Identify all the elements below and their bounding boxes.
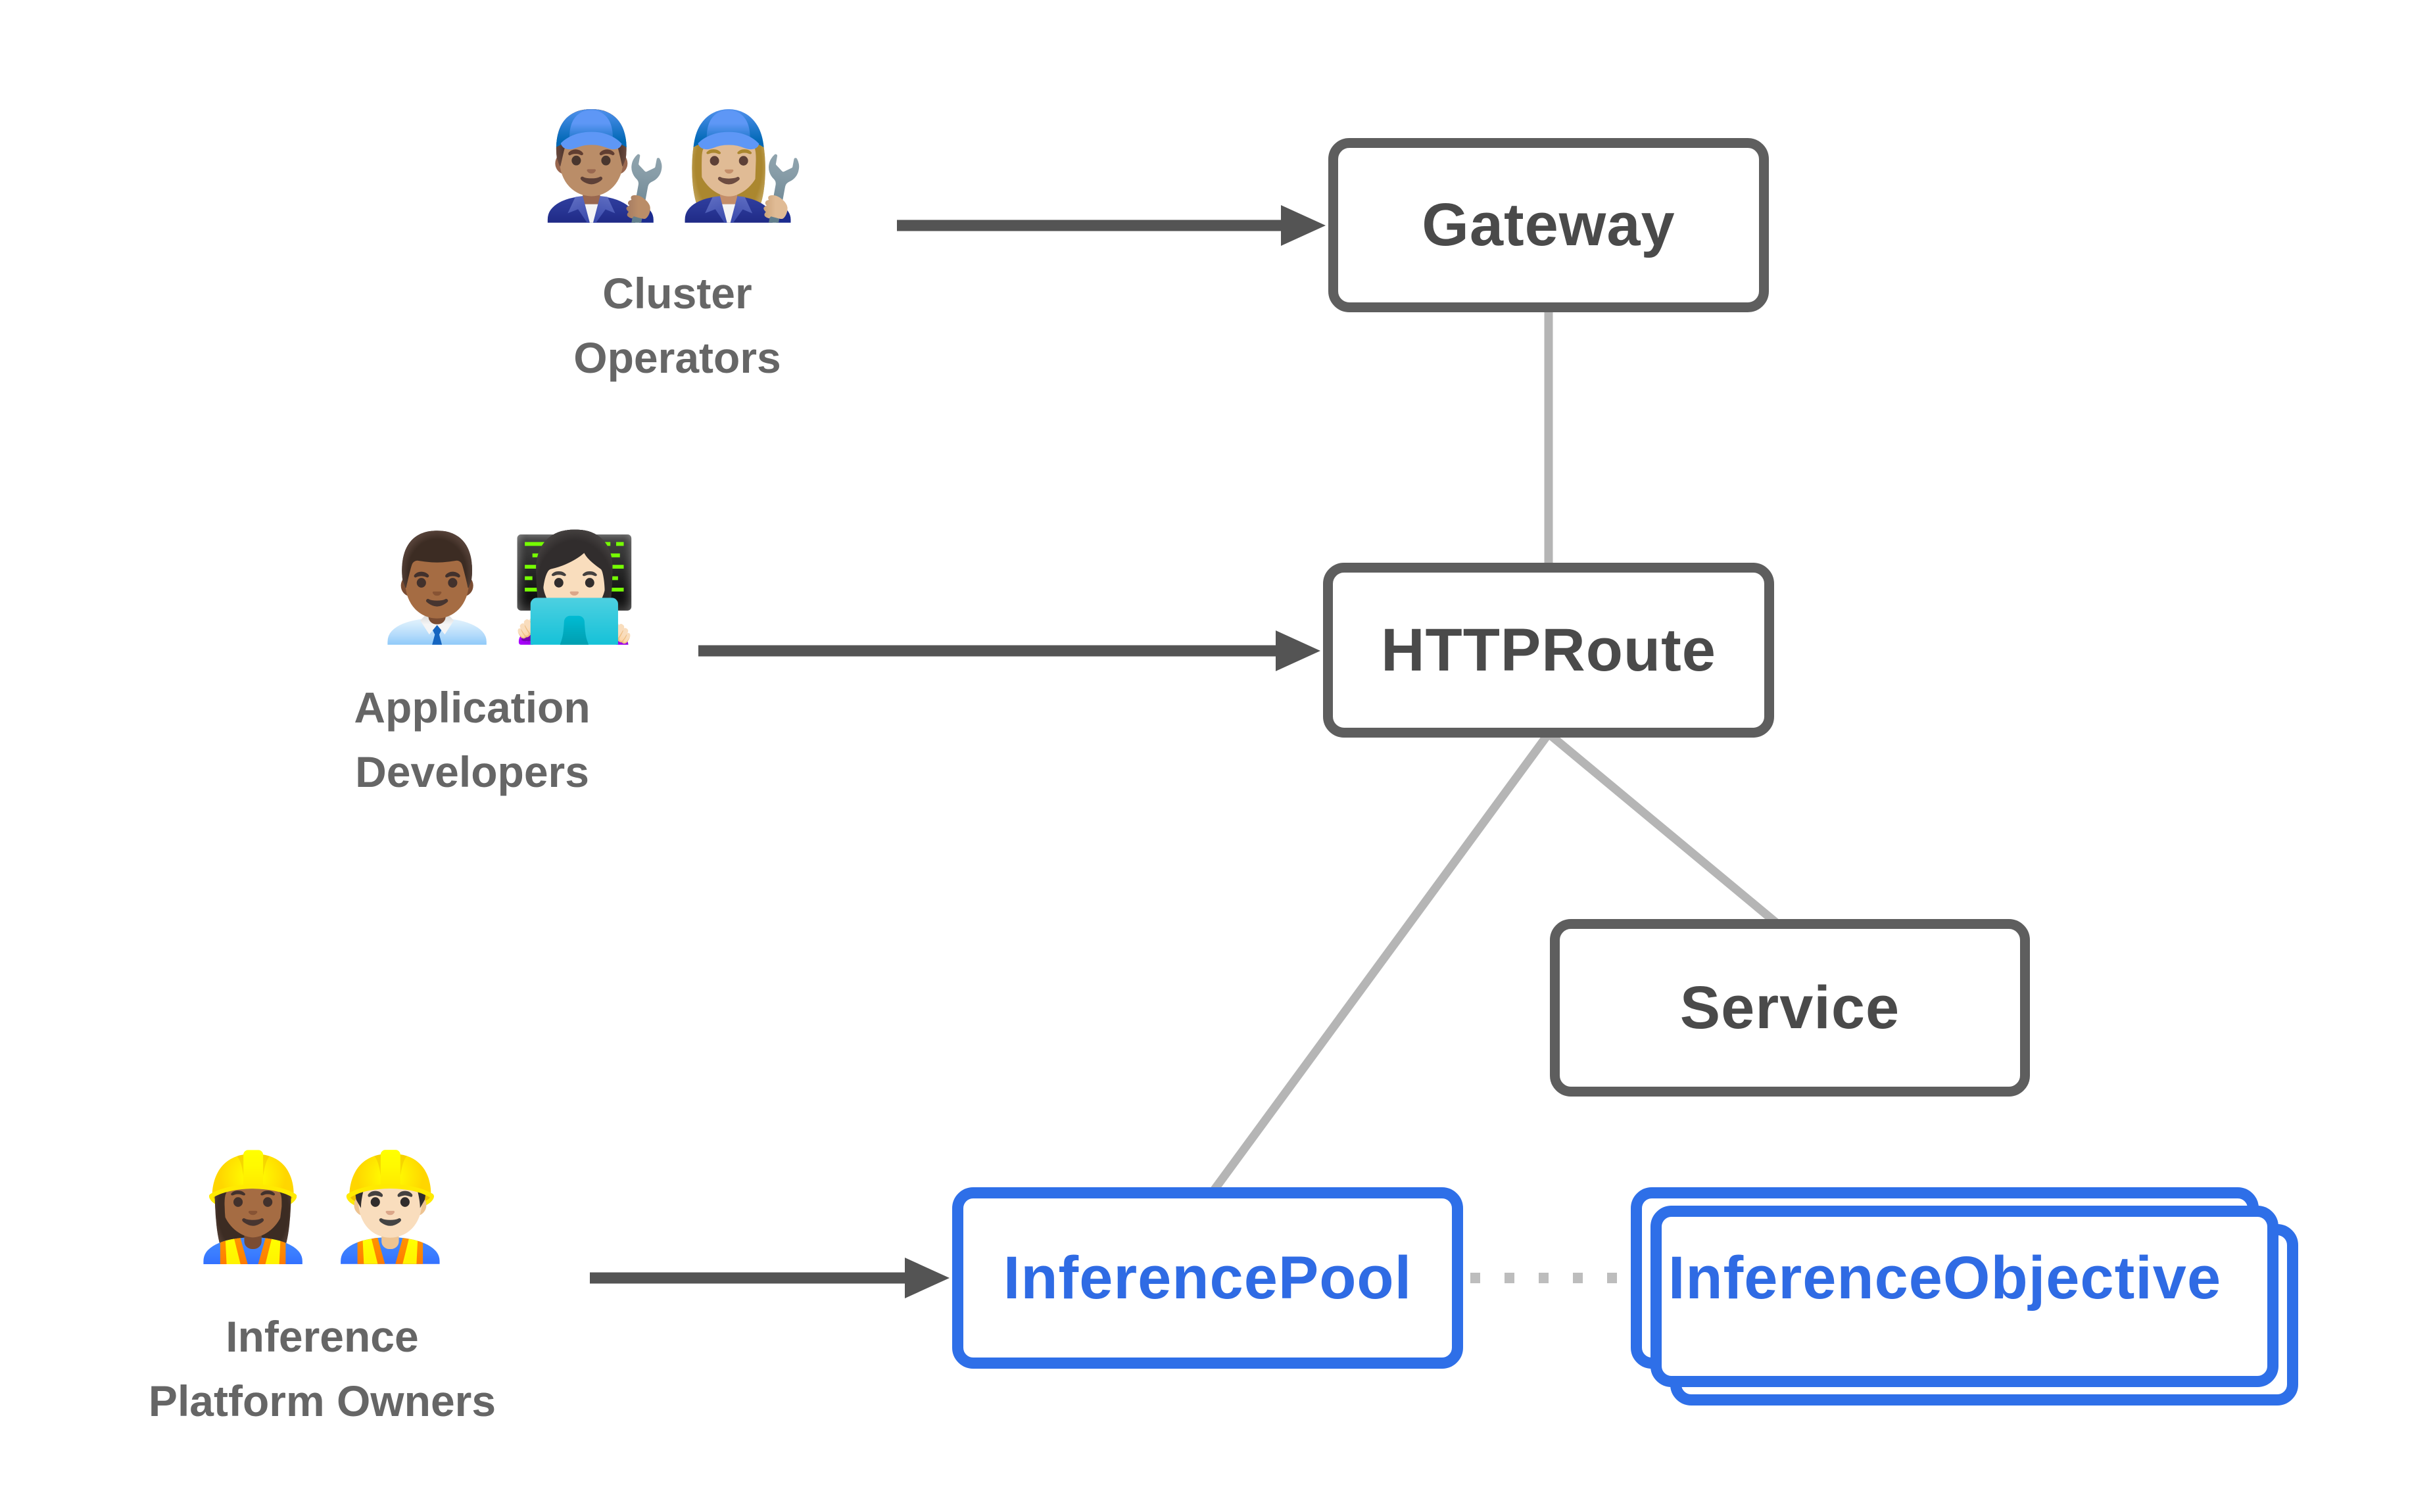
application-developers-label: Application Developers — [354, 676, 590, 804]
service-node-label: Service — [1679, 974, 1900, 1041]
application-developers-emoji-icon: 👨🏾‍💼👩🏻‍💻 — [372, 530, 647, 646]
inferenceobjective-node-stack: InferenceObjective — [1631, 1187, 2259, 1369]
gateway-node: Gateway — [1328, 138, 1769, 312]
inference-platform-owners-arrowhead-icon — [905, 1258, 950, 1298]
cluster-operators-label-line1: Cluster — [602, 269, 752, 318]
application-developers-arrowhead-icon — [1276, 630, 1320, 671]
httproute-service-connector — [1545, 730, 1781, 928]
httproute-inferencepool-connector — [1209, 731, 1553, 1194]
inference-platform-owners-emoji-icon: 👷🏾‍♀️👷🏻‍♂️ — [188, 1149, 463, 1265]
inference-platform-owners-label-line1: Inference — [226, 1312, 419, 1361]
service-node: Service — [1550, 919, 2030, 1097]
inference-platform-owners-label: Inference Platform Owners — [149, 1305, 496, 1433]
gateway-node-label: Gateway — [1422, 191, 1675, 258]
cluster-operators-label-line2: Operators — [573, 333, 781, 382]
application-developers-label-line1: Application — [354, 683, 590, 732]
httproute-node-label: HTTPRoute — [1381, 616, 1716, 684]
inferencepool-node: InferencePool — [952, 1187, 1463, 1369]
inference-platform-owners-label-line2: Platform Owners — [148, 1376, 496, 1425]
cluster-operators-emoji-icon: 👨🏽‍🔧👩🏼‍🔧 — [540, 108, 815, 224]
cluster-operators-arrowhead-icon — [1281, 205, 1326, 246]
cluster-operators-label: Cluster Operators — [573, 262, 781, 390]
application-developers-label-line2: Developers — [355, 747, 589, 796]
httproute-node: HTTPRoute — [1323, 563, 1774, 738]
inferenceobjective-node-label: InferenceObjective — [1668, 1244, 2222, 1311]
inferencepool-node-label: InferencePool — [1003, 1244, 1412, 1311]
